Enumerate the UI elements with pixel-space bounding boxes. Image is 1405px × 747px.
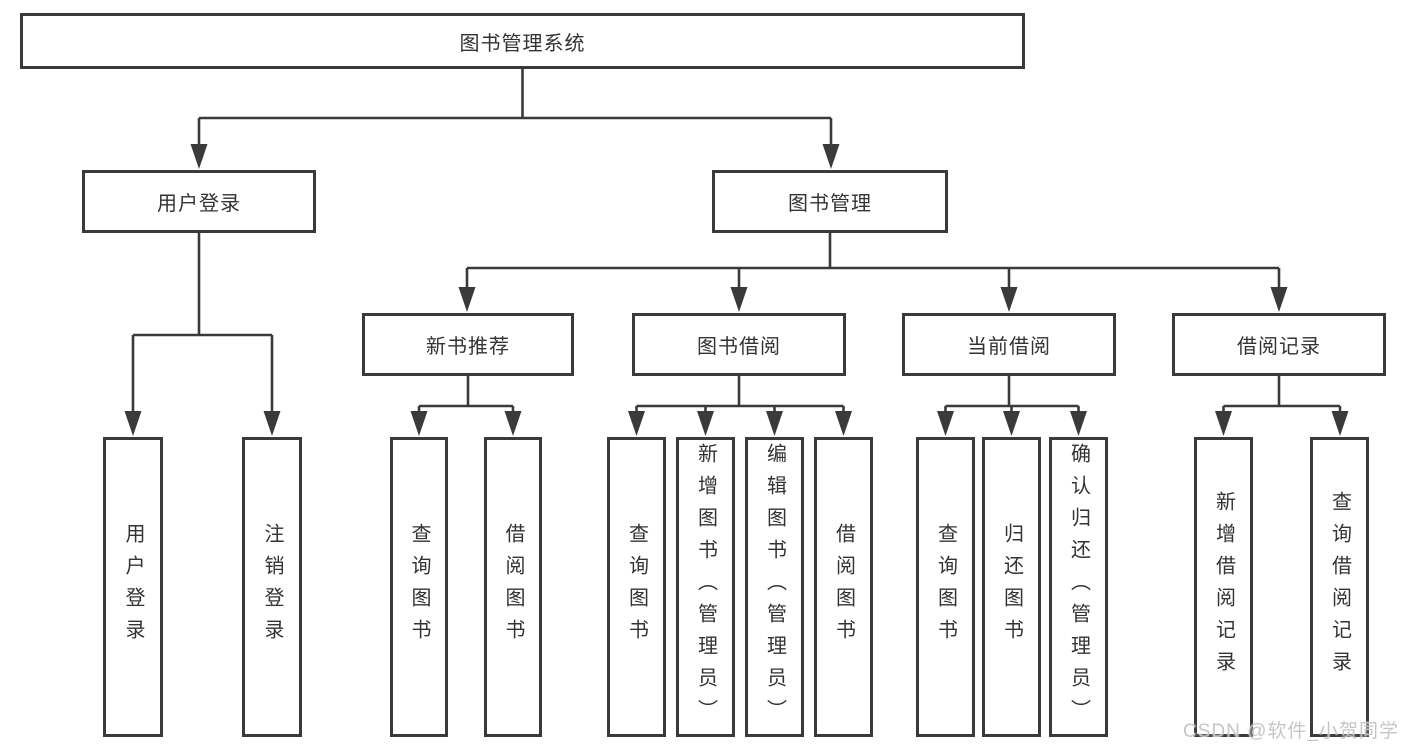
node-user-login: 用户登录	[82, 170, 316, 233]
leaf-query-books-current: 查询图书	[916, 437, 975, 737]
leaf-return-book: 归还图书	[982, 437, 1041, 737]
leaf-add-borrow-record: 新增借阅记录	[1194, 437, 1253, 737]
leaf-add-book-admin-label: 新增图书（管理员）	[694, 443, 717, 731]
leaf-query-books-current-label: 查询图书	[934, 523, 957, 651]
leaf-edit-book-admin-label: 编辑图书（管理员）	[763, 443, 786, 731]
leaf-borrow-books-recommend: 借阅图书	[484, 437, 542, 737]
node-current-borrow: 当前借阅	[902, 313, 1116, 376]
node-book-borrow: 图书借阅	[632, 313, 846, 376]
node-borrow-records: 借阅记录	[1172, 313, 1386, 376]
node-book-borrow-label: 图书借阅	[697, 336, 781, 358]
leaf-borrow-books-label: 借阅图书	[832, 523, 855, 651]
leaf-borrow-books-recommend-label: 借阅图书	[502, 523, 524, 651]
node-root: 图书管理系统	[20, 13, 1025, 69]
leaf-query-books-recommend-label: 查询图书	[408, 523, 430, 651]
leaf-confirm-return-admin: 确认归还（管理员）	[1049, 437, 1108, 737]
leaf-user-login: 用户登录	[103, 437, 163, 737]
leaf-confirm-return-admin-label: 确认归还（管理员）	[1067, 443, 1090, 731]
leaf-logout: 注销登录	[242, 437, 302, 737]
leaf-edit-book-admin: 编辑图书（管理员）	[745, 437, 804, 737]
node-book-management-label: 图书管理	[788, 193, 872, 215]
node-borrow-records-label: 借阅记录	[1237, 336, 1321, 358]
leaf-query-books-recommend: 查询图书	[390, 437, 448, 737]
leaf-query-books-borrow-label: 查询图书	[625, 523, 648, 651]
leaf-query-books-borrow: 查询图书	[607, 437, 666, 737]
connector-paths	[131, 69, 1342, 420]
leaf-query-borrow-record: 查询借阅记录	[1310, 437, 1369, 737]
node-new-book-recommend-label: 新书推荐	[426, 336, 510, 358]
leaf-user-login-label: 用户登录	[122, 523, 144, 651]
node-new-book-recommend: 新书推荐	[362, 313, 574, 376]
leaf-add-book-admin: 新增图书（管理员）	[676, 437, 735, 737]
leaf-add-borrow-record-label: 新增借阅记录	[1212, 491, 1235, 683]
leaf-query-borrow-record-label: 查询借阅记录	[1328, 491, 1351, 683]
leaf-logout-label: 注销登录	[261, 523, 283, 651]
node-user-login-label: 用户登录	[157, 193, 241, 215]
leaf-borrow-books: 借阅图书	[814, 437, 873, 737]
leaf-return-book-label: 归还图书	[1000, 523, 1023, 651]
node-current-borrow-label: 当前借阅	[967, 336, 1051, 358]
node-book-management: 图书管理	[712, 170, 948, 233]
arrowhead-icons	[124, 144, 1349, 436]
node-root-label: 图书管理系统	[459, 32, 586, 55]
